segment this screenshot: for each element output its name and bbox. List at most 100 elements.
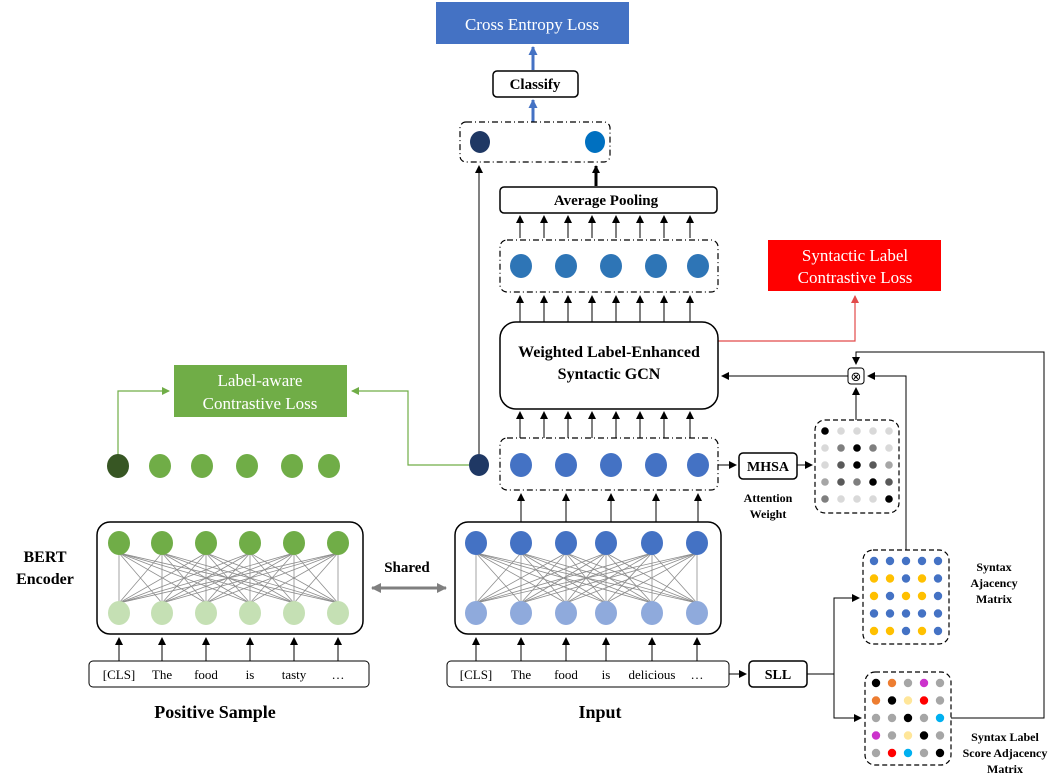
syntactic-loss-line2: Contrastive Loss: [798, 268, 913, 287]
attention-dot: [837, 478, 845, 486]
label-score-dot: [887, 731, 897, 740]
label-score-dot: [935, 696, 945, 705]
adjacency-dot: [885, 609, 895, 618]
input-tokens-to-encoder-arrows: [472, 637, 701, 661]
label-score-dot: [903, 678, 913, 688]
syntax-adjacency-line1: Syntax: [976, 560, 1011, 574]
encoder-bottom-node: [283, 601, 305, 625]
label-score-dot: [919, 678, 929, 688]
label-score-dot: [887, 696, 897, 705]
attention-dot: [837, 461, 845, 469]
positive-representation-nodes: [107, 454, 340, 478]
gcn-to-output-arrows: [516, 295, 694, 322]
syntax-label-score-line3: Matrix: [987, 762, 1023, 776]
encoder-top-node: [327, 531, 349, 555]
label-score-dot: [919, 748, 929, 758]
syntax-adjacency-line3: Matrix: [976, 592, 1012, 606]
token: is: [246, 667, 255, 682]
token: food: [554, 667, 578, 682]
syntactic-loss-line1: Syntactic Label: [802, 246, 908, 265]
average-pooling-label: Average Pooling: [554, 193, 659, 209]
token: …: [691, 667, 704, 682]
encoder-bottom-node: [510, 601, 532, 625]
attention-weight-dots: [821, 427, 893, 503]
attention-dot: [853, 495, 861, 503]
syntax-label-score-line2: Score Adjacency: [963, 746, 1048, 760]
cls-representation-node: [470, 131, 490, 153]
encoder-top-node: [195, 531, 217, 555]
label-score-dot: [871, 713, 881, 723]
cross-entropy-loss-label: Cross Entropy Loss: [465, 15, 599, 34]
adjacency-to-combiner-arrow: [867, 372, 907, 550]
adjacency-dot: [933, 591, 943, 601]
mhsa-box: [738, 452, 798, 480]
adjacency-dot: [917, 556, 927, 566]
label-score-dot: [919, 713, 929, 723]
attention-dot: [821, 495, 829, 503]
encoder-bottom-node: [151, 601, 173, 625]
concat-representation-box: [459, 121, 611, 163]
adjacency-dot: [885, 591, 895, 601]
encoder-bottom-node: [595, 601, 617, 625]
elementwise-product-box: [847, 367, 865, 385]
encoder-top-node: [465, 531, 487, 555]
encoder-top-node: [239, 531, 261, 555]
label-score-dot: [935, 731, 945, 740]
attention-dot: [885, 427, 893, 435]
encoder-top-node: [555, 531, 577, 555]
attention-dot: [869, 495, 877, 503]
token: [CLS]: [103, 667, 136, 682]
attention-dot: [821, 427, 829, 435]
encoder-output-to-gcn-arrows: [516, 411, 694, 438]
token: tasty: [282, 667, 307, 682]
attention-weight-line1: Attention: [744, 491, 793, 505]
adjacency-dot: [901, 591, 911, 601]
label-score-dot: [887, 713, 897, 723]
weighted-label-enhanced-gcn-box: [499, 321, 719, 410]
adjacency-dot: [869, 626, 879, 636]
positive-encoder-bottom-nodes: [108, 601, 349, 625]
cls-to-label-aware-loss-line: [351, 387, 469, 466]
attention-dot: [853, 444, 861, 452]
encoder-bottom-node: [641, 601, 663, 625]
label-score-dot: [935, 678, 945, 688]
attention-dot: [869, 427, 877, 435]
label-score-dot: [935, 748, 945, 758]
attention-dot: [821, 478, 829, 486]
attention-dot: [853, 478, 861, 486]
positive-encoder-top-nodes: [108, 531, 349, 555]
adjacency-dot: [901, 626, 911, 636]
label-score-dot: [903, 696, 913, 705]
positive-cls-to-loss-line: [117, 387, 170, 455]
adjacency-dot: [917, 609, 927, 618]
encoder-top-node: [108, 531, 130, 555]
adjacency-dot: [901, 609, 911, 618]
input-encoder-bottom-nodes: [465, 601, 708, 625]
positive-sample-caption: Positive Sample: [154, 702, 276, 722]
attention-dot: [869, 461, 877, 469]
attention-dot: [869, 478, 877, 486]
syntax-label-score-dots: [871, 678, 945, 758]
sll-to-adjacency-arrow: [807, 594, 860, 675]
syntax-label-score-line1: Syntax Label: [971, 730, 1039, 744]
label-score-dot: [919, 731, 929, 740]
adjacency-dot: [933, 574, 943, 583]
pooled-representation-node: [585, 131, 605, 153]
token: The: [152, 667, 172, 682]
encoder-output-nodes: [510, 453, 709, 477]
adjacency-dot: [917, 626, 927, 636]
token: food: [194, 667, 218, 682]
adjacency-dot: [933, 556, 943, 566]
label-score-dot: [903, 731, 913, 740]
input-cls-node: [469, 454, 489, 476]
encoder-top-node: [510, 531, 532, 555]
syntax-adjacency-line2: Ajacency: [970, 576, 1017, 590]
positive-token-box: [88, 660, 370, 688]
attention-dot: [885, 461, 893, 469]
attention-dot: [885, 495, 893, 503]
encoder-top-node: [641, 531, 663, 555]
attention-dot: [837, 444, 845, 452]
input-encoder-top-nodes: [465, 531, 708, 555]
